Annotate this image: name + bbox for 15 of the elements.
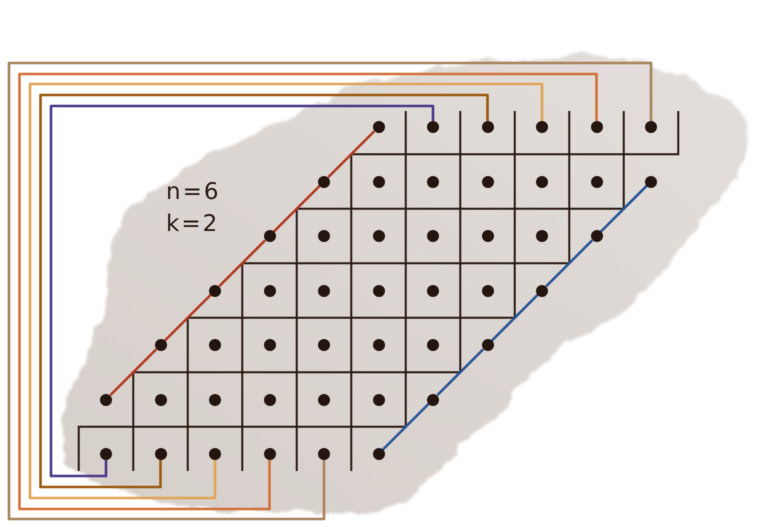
diagonal-line <box>218 239 266 288</box>
parameter-label: n=6 <box>166 180 220 206</box>
diagonal-line <box>109 348 158 396</box>
diagonal-line <box>382 402 430 451</box>
diagonal-line <box>600 184 648 233</box>
wrap-line <box>39 94 489 488</box>
diagonal-line <box>164 294 212 342</box>
wrap-line <box>28 82 544 500</box>
diagonal-line <box>436 348 484 396</box>
diagonal-line <box>327 130 376 178</box>
parameter-label: k=2 <box>166 212 220 238</box>
wrap-line <box>50 104 434 478</box>
diagonal-line <box>545 239 594 288</box>
diagonal-line <box>272 184 321 233</box>
diagonal-line <box>490 294 539 342</box>
